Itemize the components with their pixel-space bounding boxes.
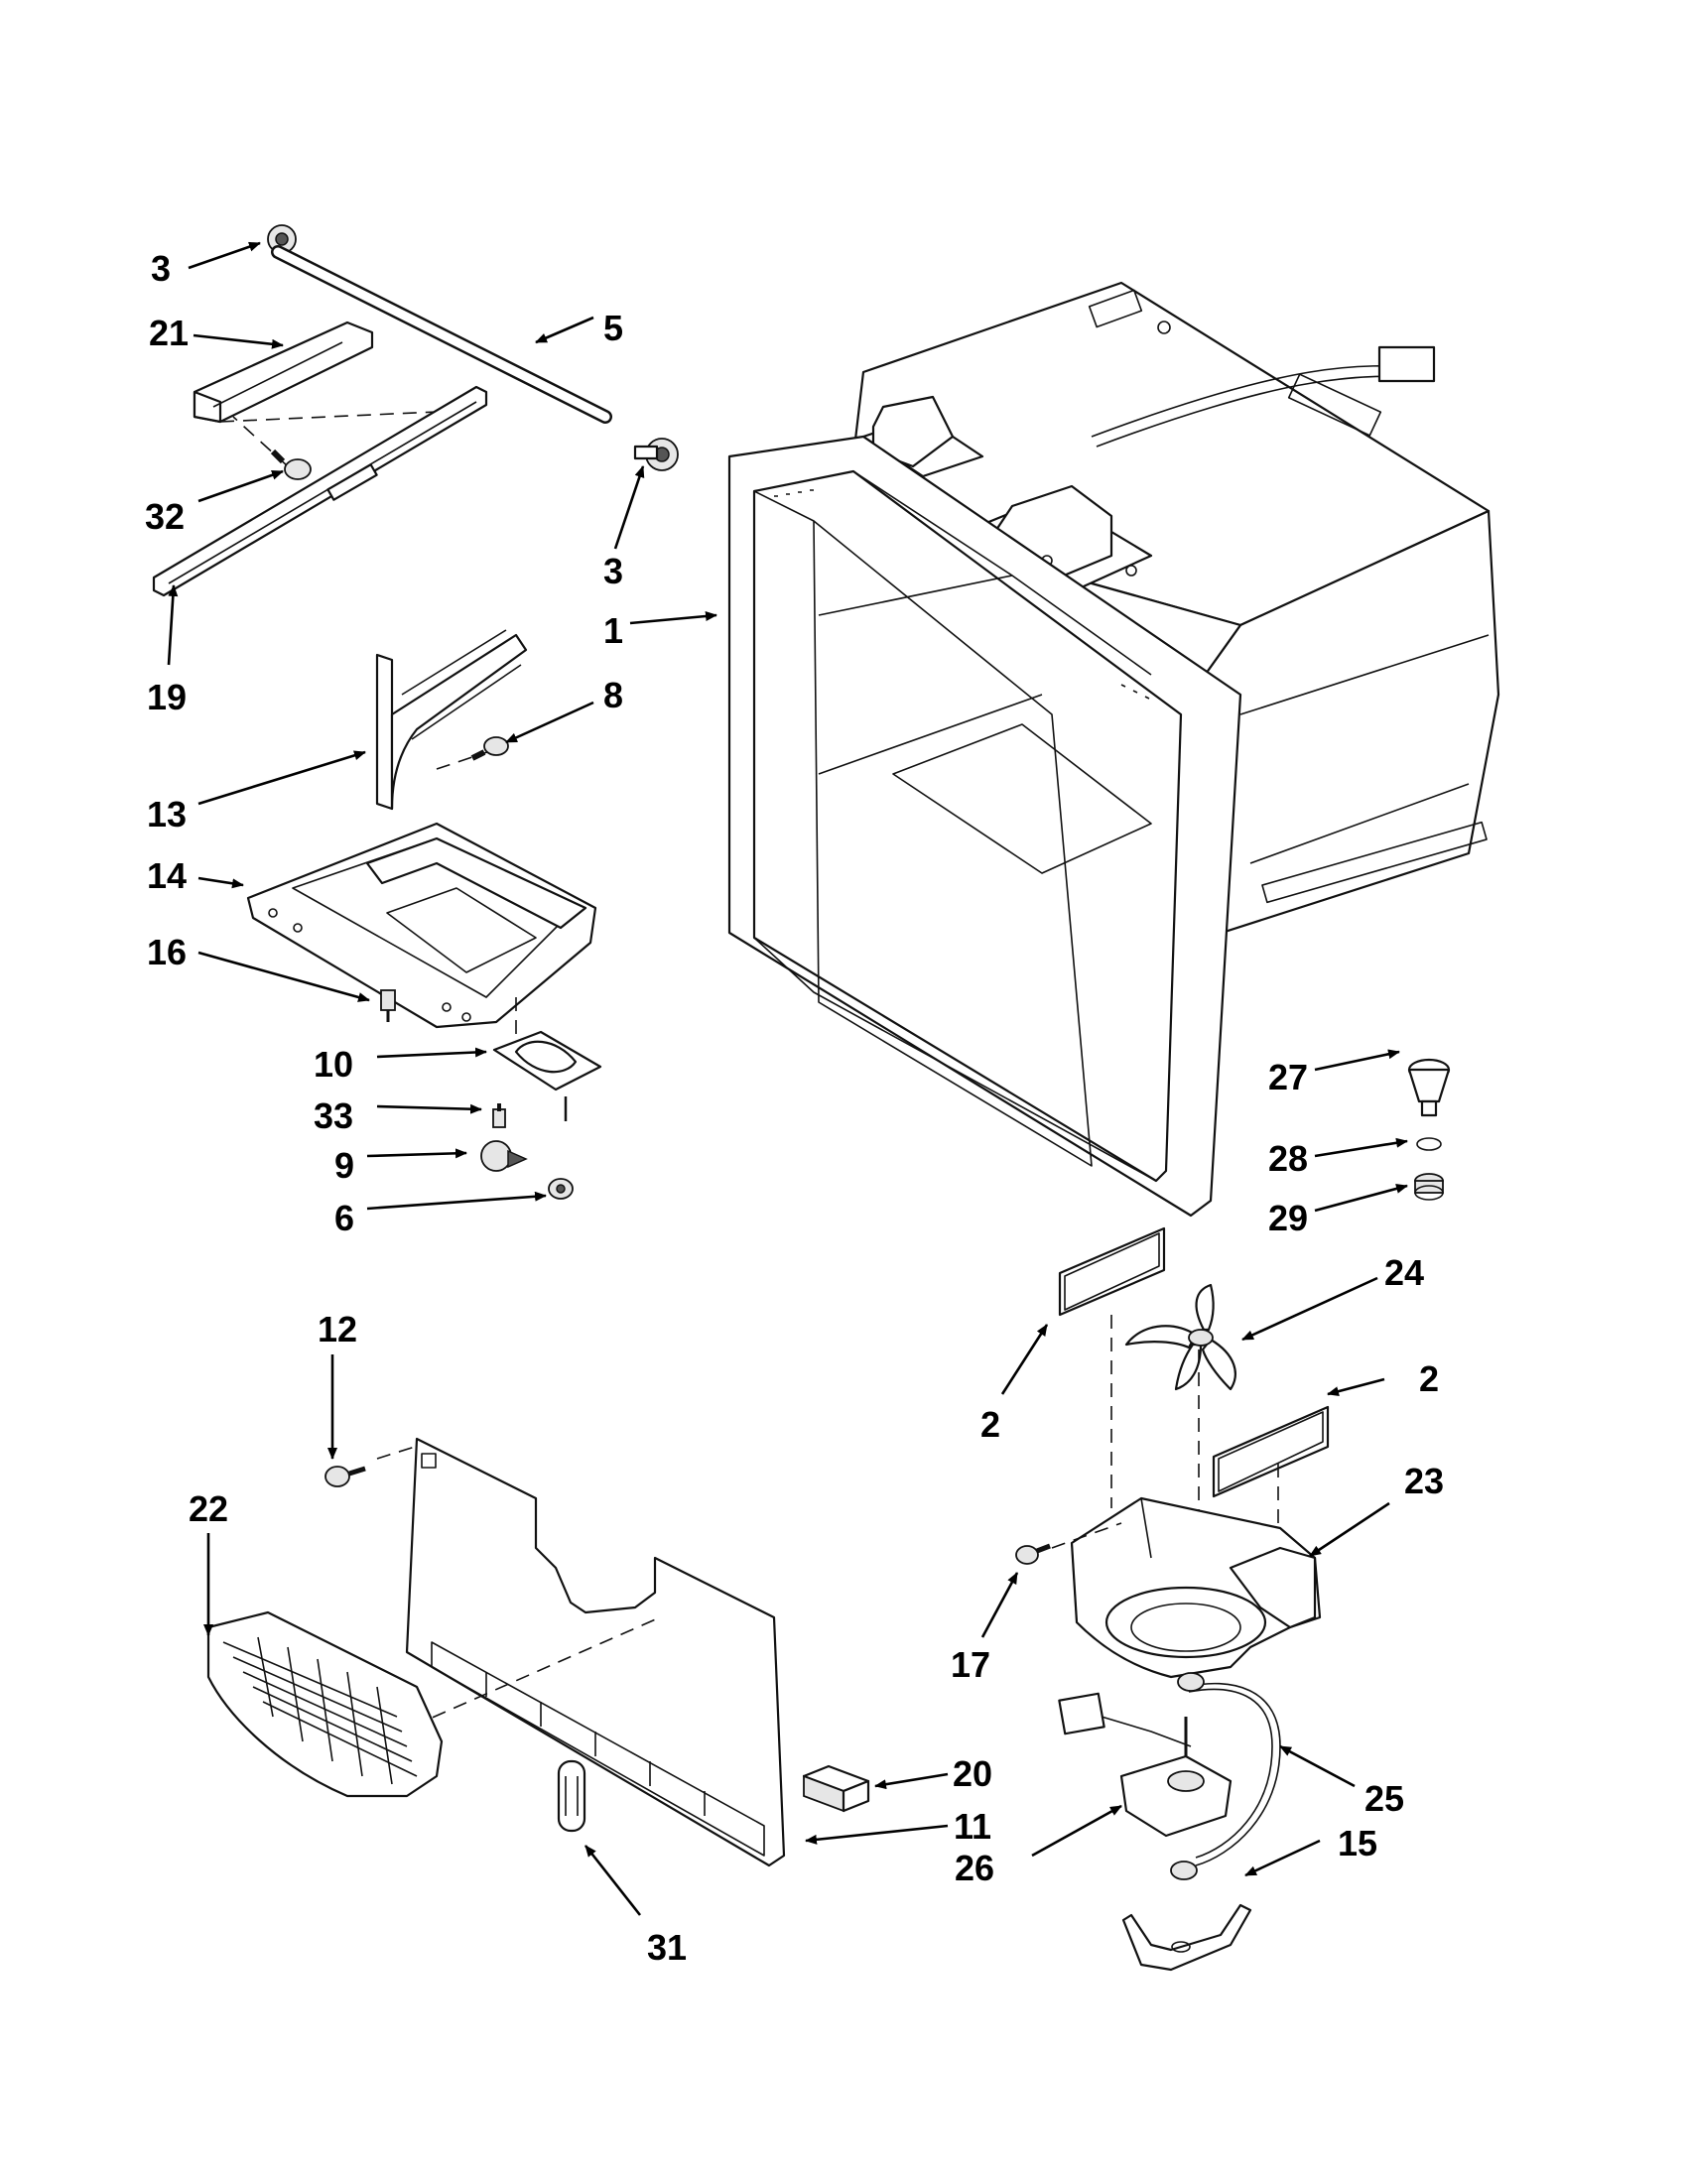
callout-13: 13: [147, 794, 187, 835]
side-bracket: [375, 629, 528, 811]
socket: [548, 1178, 574, 1200]
callout-15: 15: [1338, 1823, 1377, 1863]
switch: [380, 989, 396, 1022]
callout-29: 29: [1268, 1198, 1308, 1238]
screw-32: [270, 449, 312, 480]
foam-strip: [802, 1764, 870, 1813]
gear-bottom: [633, 438, 679, 471]
callout-20: 20: [953, 1753, 992, 1794]
screw-8: [470, 736, 509, 761]
callout-12: 12: [318, 1309, 357, 1349]
motor-bracket: [1121, 1903, 1252, 1972]
callout-19: 19: [147, 677, 187, 717]
callout-8: 8: [603, 675, 623, 715]
callout-23: 23: [1404, 1461, 1444, 1501]
bulb: [480, 1140, 528, 1172]
callout-17: 17: [951, 1644, 990, 1685]
callout-32: 32: [145, 496, 185, 537]
callout-3-top: 3: [151, 248, 171, 289]
callout-6: 6: [334, 1198, 354, 1238]
fan-blade: [1124, 1283, 1236, 1391]
washer: [1416, 1137, 1442, 1151]
light-housing: [492, 1030, 602, 1121]
rod: [271, 245, 612, 424]
leaders: [167, 241, 1408, 1916]
foam-pad-upper: [1058, 1226, 1166, 1317]
callout-22: 22: [189, 1488, 228, 1529]
foam-pad-lower: [1212, 1405, 1330, 1498]
callout-26: 26: [955, 1848, 994, 1888]
callout-27: 27: [1268, 1057, 1308, 1097]
screw-17: [1015, 1543, 1051, 1565]
callout-21: 21: [149, 313, 189, 353]
callout-25: 25: [1364, 1778, 1404, 1819]
liner-housing: [727, 281, 1500, 1218]
callout-1: 1: [603, 610, 623, 651]
callout-5: 5: [603, 308, 623, 348]
screw-12: [325, 1466, 366, 1487]
callout-9: 9: [334, 1145, 354, 1186]
thermistor: [557, 1759, 586, 1833]
drain-cap: [1407, 1058, 1451, 1117]
callout-3-bottom: 3: [603, 551, 623, 591]
callout-31: 31: [647, 1927, 687, 1968]
ring: [1414, 1173, 1444, 1201]
fan-shroud: [1070, 1496, 1322, 1679]
callout-11: 11: [954, 1806, 991, 1847]
callouts: 3 21 5 32 3 19 1 8 13 14 16 10 33 9 6 27…: [145, 248, 1444, 1968]
drawer-tray: [246, 822, 597, 1029]
callout-28: 28: [1268, 1138, 1308, 1179]
grille: [206, 1610, 444, 1798]
slide-rail: [152, 385, 488, 597]
cover-panel: [405, 1437, 786, 1867]
callout-2-right: 2: [1419, 1358, 1439, 1399]
callout-2-left: 2: [980, 1404, 1000, 1445]
callout-14: 14: [147, 855, 187, 896]
screw-33: [492, 1103, 506, 1128]
callout-16: 16: [147, 932, 187, 972]
fan-motor: [1058, 1672, 1281, 1880]
callout-33: 33: [314, 1095, 353, 1136]
callout-10: 10: [314, 1044, 353, 1085]
callout-24: 24: [1384, 1252, 1424, 1293]
